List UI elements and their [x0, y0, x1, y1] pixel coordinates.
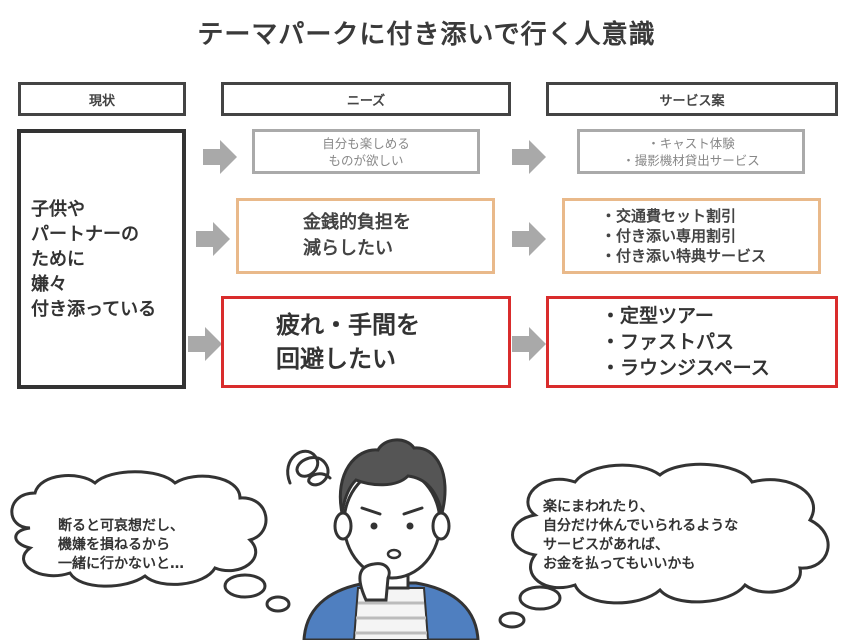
thought-bubble-icon — [10, 470, 291, 613]
bubble-line: 断ると可哀想だし、 — [58, 518, 184, 534]
header-status: 現状 — [18, 82, 186, 116]
arrow-right-icon — [512, 327, 546, 361]
service-box-3: ・定型ツアー ・ファストパス ・ラウンジスペース — [546, 296, 838, 388]
service-line: ・キャスト体験 — [647, 135, 735, 151]
status-line: ために — [31, 248, 85, 270]
arrow-right-icon — [196, 222, 230, 256]
service-line: ・付き添い専用割引 — [601, 227, 737, 245]
bubble-line: 自分だけ休んでいられるような — [543, 518, 739, 534]
need-box-2: 金銭的負担を 減らしたい — [236, 198, 495, 274]
need-box-3: 疲れ・手間を 回避したい — [221, 296, 511, 388]
service-line: ・ラウンジスペース — [601, 357, 770, 379]
service-line: ・撮影機材貸出サービス — [622, 152, 760, 168]
page-title: テーマパークに付き添いで行く人意識 — [197, 20, 656, 50]
service-box-1: ・キャスト体験 ・撮影機材貸出サービス — [577, 129, 805, 174]
service-line: ・定型ツアー — [601, 305, 714, 327]
arrow-right-icon — [512, 222, 546, 256]
need-box-1: 自分も楽しめる ものが欲しい — [252, 129, 480, 174]
need-line: 疲れ・手間を — [276, 311, 420, 339]
status-box: 子供や パートナーの ために 嫌々 付き添っている — [17, 129, 186, 389]
need-line: 自分も楽しめる — [322, 135, 410, 151]
need-line: 回避したい — [276, 345, 396, 373]
status-line: 子供や — [31, 198, 85, 220]
need-line: 減らしたい — [303, 238, 393, 259]
status-line: 付き添っている — [31, 298, 157, 320]
bubble-line: 機嫌を損ねるから — [58, 537, 170, 553]
bubble-right-text: 楽にまわれたり、 自分だけ休んでいられるような サービスがあれば、 お金を払って… — [543, 498, 738, 574]
bubble-line: お金を払ってもいいかも — [543, 556, 696, 572]
arrow-right-icon — [512, 140, 546, 174]
bubble-line: 一緒に行かないと… — [58, 556, 184, 572]
service-line: ・ファストパス — [601, 331, 735, 353]
header-needs: ニーズ — [221, 82, 511, 116]
scribble-icon — [286, 449, 332, 487]
status-line: 嫌々 — [31, 273, 67, 295]
bubble-line: 楽にまわれたり、 — [543, 499, 654, 515]
header-service: サービス案 — [546, 82, 838, 116]
status-line: パートナーの — [31, 223, 139, 245]
bubble-line: サービスがあれば、 — [543, 537, 669, 553]
service-line: ・付き添い特典サービス — [601, 247, 767, 265]
worried-man-illustration — [302, 438, 480, 640]
arrow-right-icon — [203, 140, 237, 174]
need-line: 金銭的負担を — [303, 212, 411, 233]
thought-bubble-icon — [498, 462, 830, 629]
need-line: ものが欲しい — [328, 152, 404, 168]
service-line: ・交通費セット割引 — [601, 207, 737, 225]
bubble-left-text: 断ると可哀想だし、 機嫌を損ねるから 一緒に行かないと… — [58, 517, 184, 574]
arrow-right-icon — [188, 327, 222, 361]
service-box-2: ・交通費セット割引 ・付き添い専用割引 ・付き添い特典サービス — [562, 198, 821, 274]
